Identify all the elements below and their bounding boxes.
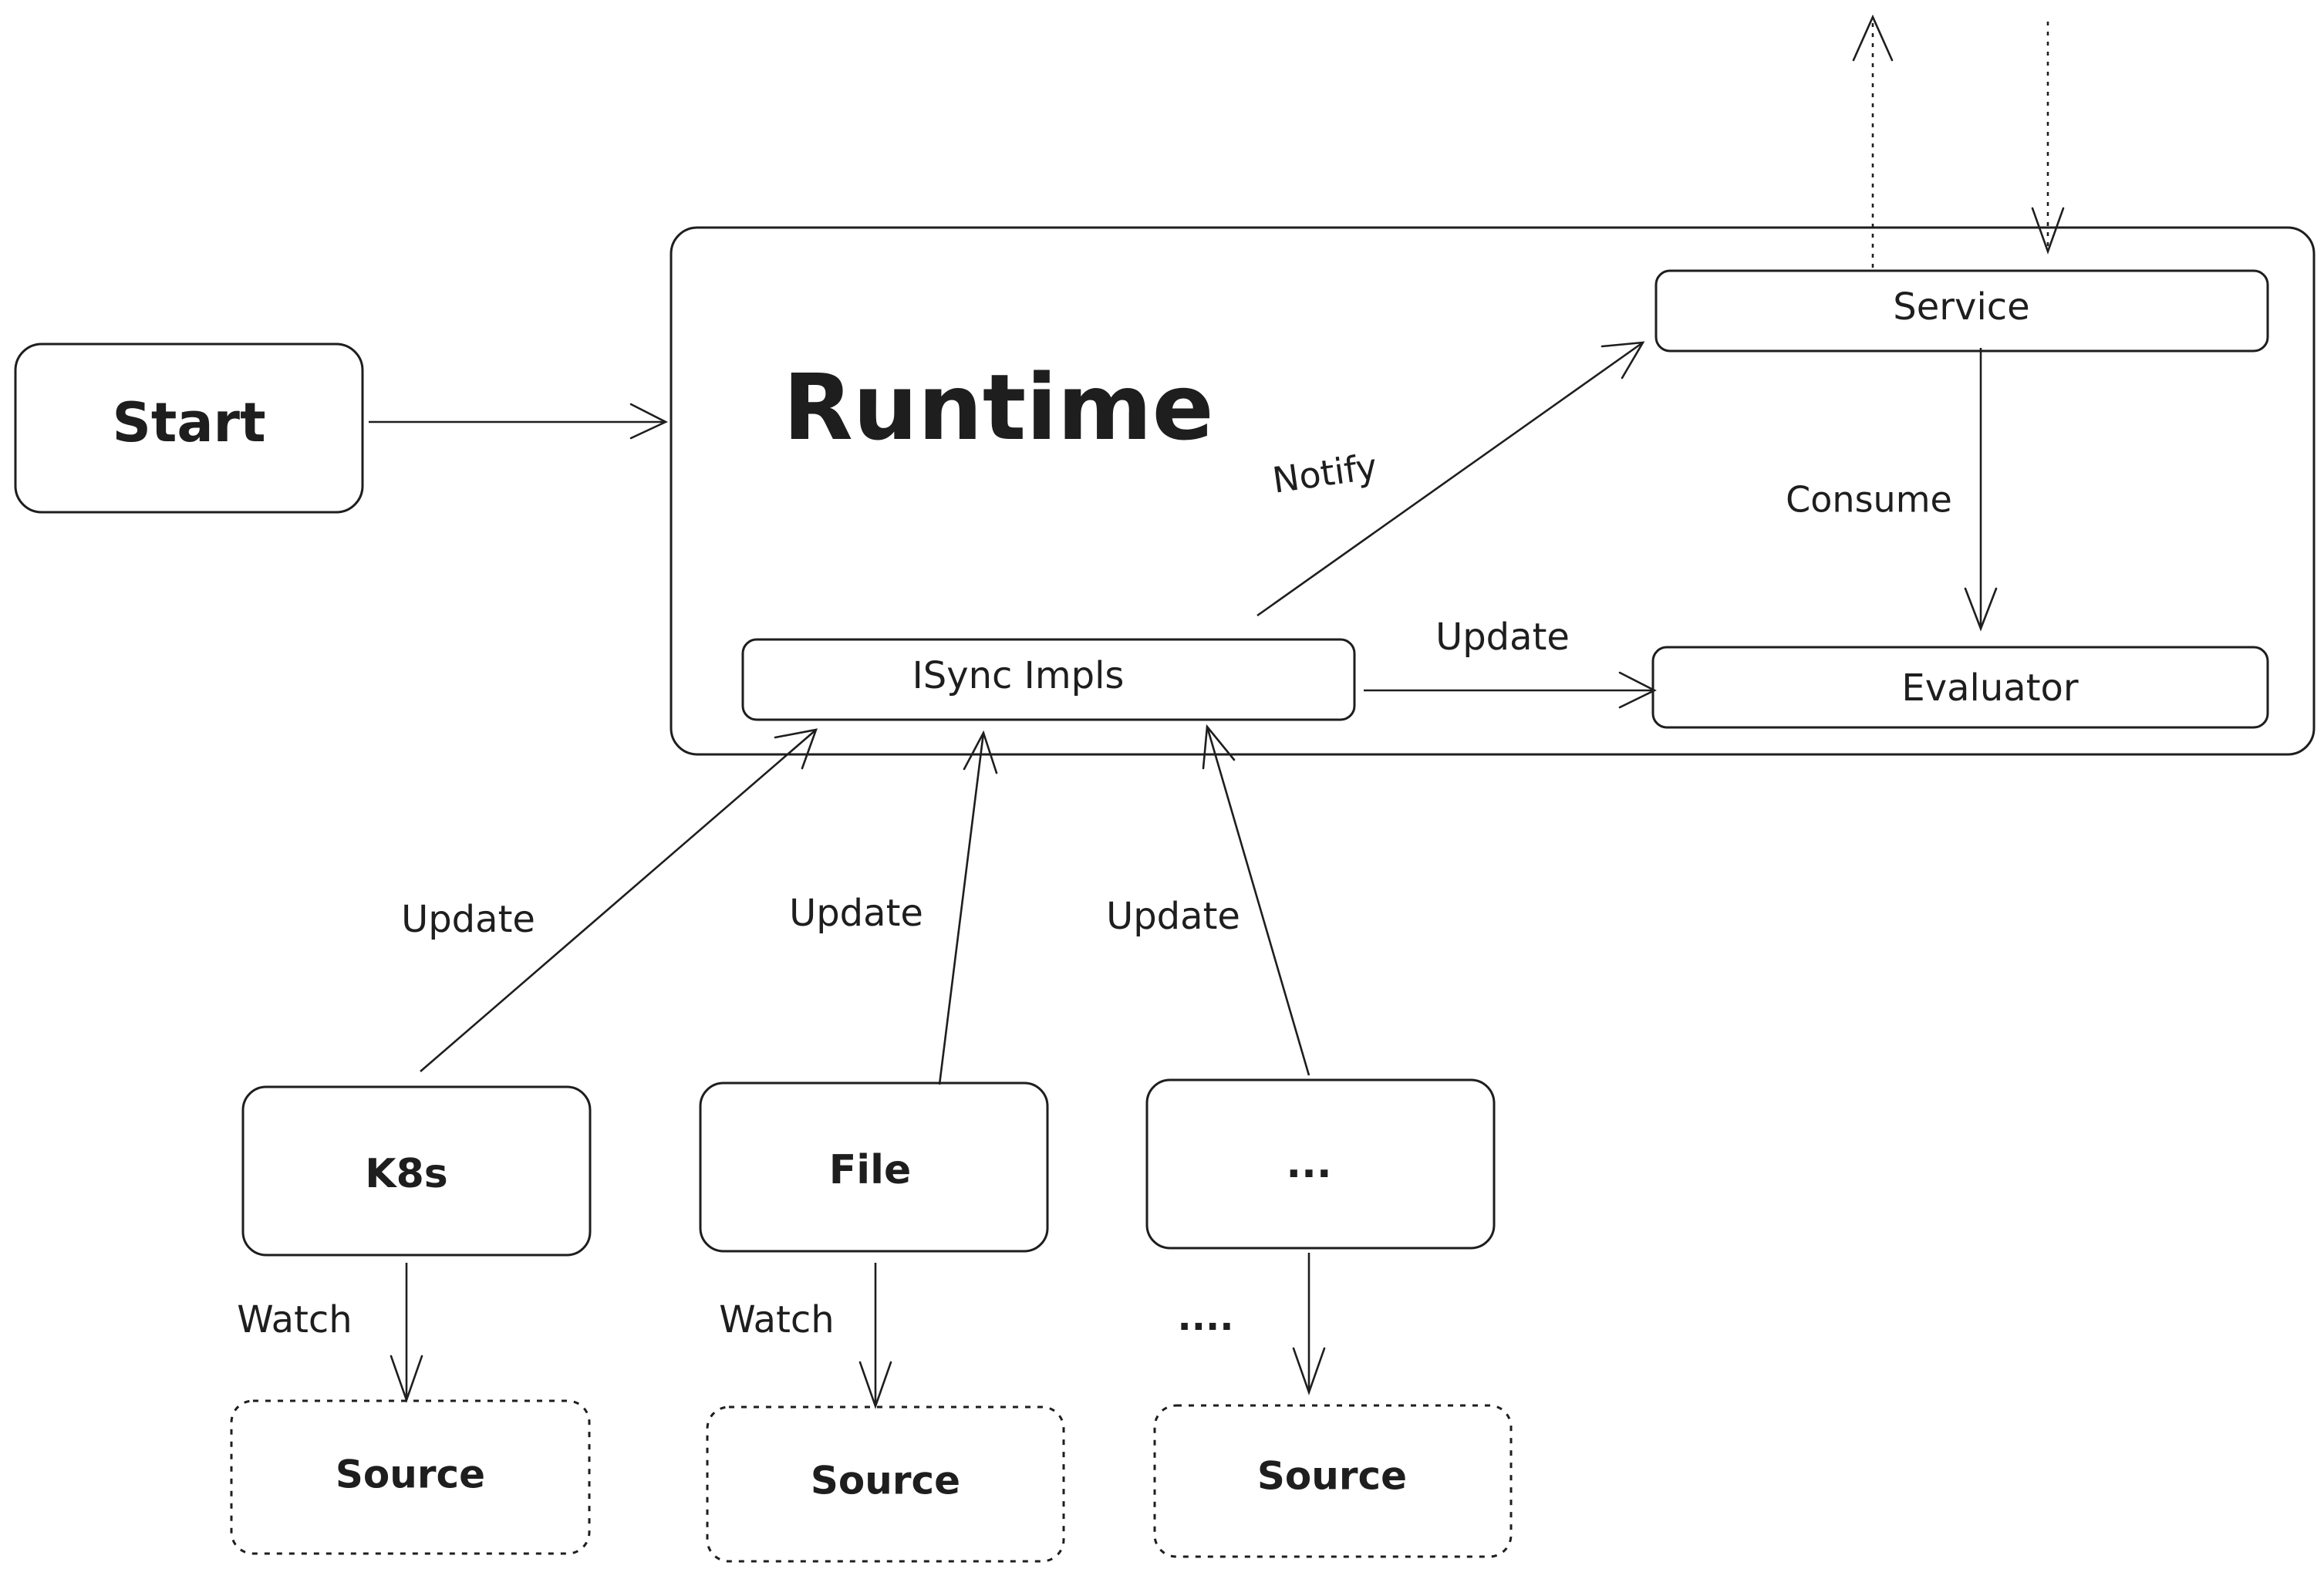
source-node-1 (230, 1399, 591, 1555)
isync-impls-label: ISync Impls (912, 654, 1125, 697)
edge-update-file (938, 730, 998, 1085)
start-node (14, 342, 364, 514)
edge-watch-file (858, 1263, 892, 1409)
edge-start-runtime (369, 403, 668, 440)
source-label-3: Source (1257, 1454, 1407, 1499)
service-label: Service (1893, 285, 2029, 329)
source-node-2 (706, 1405, 1065, 1563)
edge-label-watch-file: Watch (719, 1298, 834, 1341)
file-label: File (829, 1147, 911, 1193)
runtime-container (670, 226, 2316, 756)
edge-service-outbound (1852, 14, 1894, 268)
evaluator-node (1651, 646, 2269, 729)
edge-watch-k8s (390, 1263, 423, 1403)
edge-notify (1256, 341, 1645, 617)
evaluator-label: Evaluator (1901, 666, 2079, 710)
edge-update-k8s (420, 728, 818, 1072)
edge-label-watch-more: .... (1178, 1296, 1234, 1339)
edge-label-update-file: Update (789, 892, 923, 935)
edge-label-update-more: Update (1106, 895, 1240, 938)
service-node (1654, 269, 2269, 353)
start-label: Start (112, 391, 265, 454)
more-providers-node (1145, 1078, 1496, 1250)
source-label-1: Source (336, 1453, 485, 1497)
edge-label-update-evaluator: Update (1435, 616, 1570, 659)
more-providers-label: ... (1286, 1141, 1331, 1187)
edge-update-evaluator (1364, 671, 1657, 709)
edge-update-more (1202, 724, 1310, 1076)
source-node-3 (1153, 1404, 1513, 1558)
edge-service-inbound (2031, 22, 2065, 255)
runtime-title: Runtime (783, 354, 1214, 461)
isync-impls-node (741, 638, 1356, 721)
source-label-2: Source (811, 1459, 960, 1503)
k8s-label: K8s (365, 1151, 447, 1197)
file-node (699, 1081, 1049, 1253)
edge-watch-more (1292, 1253, 1326, 1395)
k8s-node (241, 1085, 592, 1257)
edge-label-update-k8s: Update (401, 898, 535, 941)
edge-consume (1964, 348, 1998, 632)
edge-label-consume: Consume (1786, 479, 1952, 521)
edge-label-watch-k8s: Watch (237, 1298, 352, 1341)
